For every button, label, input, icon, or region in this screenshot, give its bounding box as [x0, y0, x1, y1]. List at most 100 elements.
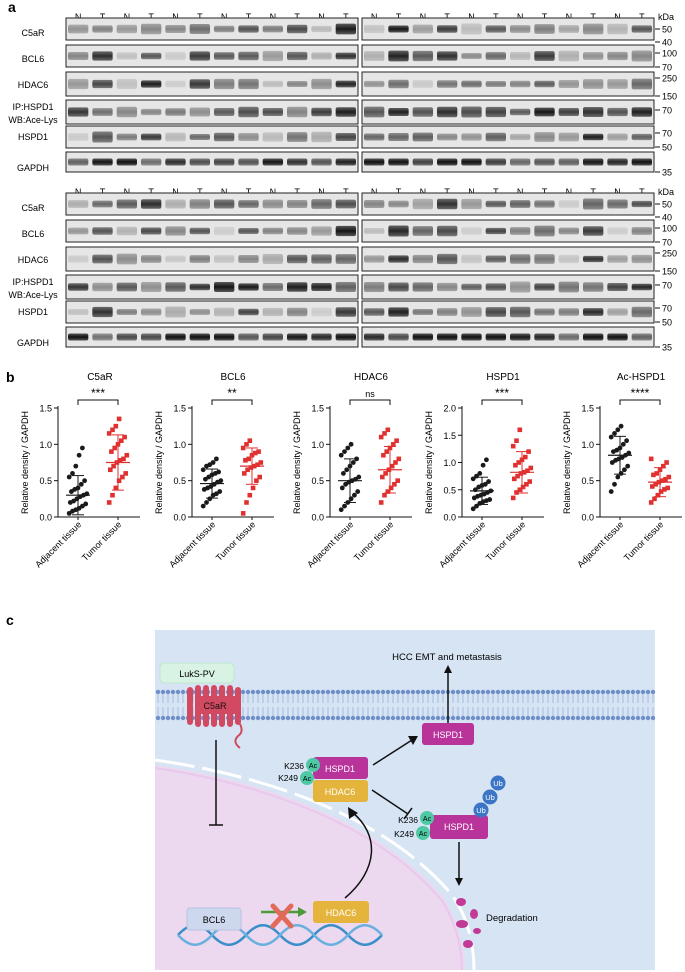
- data-point: [385, 489, 391, 494]
- blot-band: [461, 198, 482, 210]
- data-point: [648, 456, 654, 462]
- data-point: [122, 434, 127, 440]
- blot-band: [437, 308, 458, 316]
- acetyl-ub-k236-marker: [420, 811, 434, 825]
- data-point: [659, 478, 665, 483]
- y-tick-label: 0.0: [173, 513, 186, 523]
- data-point: [394, 438, 399, 443]
- acetyl-k236-label: Ac: [309, 763, 318, 770]
- blot-band: [485, 52, 506, 60]
- blot-band: [534, 80, 555, 88]
- k236-ub-label: K236: [398, 815, 418, 825]
- lipid-head: [550, 715, 556, 721]
- data-point: [217, 489, 223, 494]
- y-tick-label: 1.0: [581, 440, 594, 450]
- significance-bracket: [211, 399, 253, 405]
- lipid-head: [385, 715, 391, 721]
- y-tick-label: 1.0: [311, 440, 324, 450]
- data-point: [618, 471, 624, 476]
- blot-band: [631, 107, 652, 117]
- acetyl-ub-k236-label: Ac: [423, 816, 432, 823]
- blot-band: [335, 80, 356, 88]
- lane-label: N: [124, 187, 131, 197]
- lipid-head: [450, 689, 456, 695]
- y-tick-label: 2.0: [443, 404, 456, 414]
- blot-band: [412, 50, 433, 62]
- lipid-head: [535, 715, 541, 721]
- data-point: [66, 474, 72, 480]
- blot-band: [437, 253, 458, 265]
- marker-label: 100: [662, 49, 677, 59]
- blot-band: [485, 25, 506, 33]
- lipid-head: [650, 689, 656, 695]
- y-tick-label: 1.0: [39, 440, 52, 450]
- lane-label: N: [270, 187, 277, 197]
- blot-band: [335, 23, 356, 35]
- marker-label: 40: [662, 38, 672, 48]
- data-point: [388, 485, 394, 491]
- lane-label: N: [124, 12, 131, 22]
- data-point: [214, 456, 219, 462]
- blot-band: [287, 158, 308, 166]
- blot-band: [388, 333, 409, 341]
- y-axis-label: Relative density / GAPDH: [562, 411, 572, 514]
- blot-band: [583, 133, 604, 141]
- blot-band: [165, 24, 186, 34]
- data-point: [384, 449, 389, 454]
- data-point: [520, 484, 526, 490]
- blot-band: [364, 308, 385, 316]
- marker-label: 50: [662, 318, 672, 328]
- data-point: [355, 489, 361, 494]
- lipid-head: [635, 689, 641, 695]
- blot-band: [311, 131, 332, 143]
- blot-band: [461, 307, 482, 317]
- lipid-head: [575, 689, 581, 695]
- blot-strip: [65, 151, 359, 173]
- blot-band: [607, 199, 628, 209]
- blot-band: [412, 80, 433, 88]
- blot-band: [238, 78, 259, 90]
- blot-band: [141, 108, 162, 116]
- blot-band: [311, 282, 332, 292]
- marker-label: 35: [662, 168, 672, 178]
- lipid-head: [260, 689, 266, 695]
- data-point: [120, 474, 125, 480]
- lipid-head: [440, 715, 446, 721]
- blot-band: [558, 25, 579, 33]
- lipid-head: [645, 689, 651, 695]
- data-point: [525, 468, 530, 473]
- y-tick-label: 1.5: [39, 404, 52, 414]
- blot-row-label: IP:HSPD1: [12, 102, 53, 112]
- blot-band: [262, 132, 283, 142]
- blot-band: [68, 200, 89, 208]
- data-point: [123, 471, 128, 476]
- blot-band: [189, 308, 210, 316]
- blot-band: [412, 226, 433, 236]
- y-axis-label: Relative density / GAPDH: [20, 411, 30, 514]
- data-point: [116, 478, 122, 483]
- blot-band: [364, 200, 385, 208]
- lipid-head: [640, 689, 646, 695]
- blot-band: [92, 79, 113, 89]
- blot-band: [437, 225, 458, 237]
- blot-band: [262, 307, 283, 317]
- lipid-head: [270, 715, 276, 721]
- data-point: [78, 481, 84, 487]
- data-point: [626, 450, 632, 456]
- lipid-head: [180, 715, 186, 721]
- blot-band: [485, 158, 506, 166]
- hspd1-free-label: HSPD1: [433, 730, 463, 740]
- blot-band: [558, 333, 579, 341]
- data-point: [76, 452, 82, 458]
- blot-band: [583, 282, 604, 292]
- lipid-head: [420, 715, 426, 721]
- blot-band: [364, 106, 385, 118]
- lipid-head: [600, 715, 606, 721]
- blot-band: [558, 50, 579, 62]
- blot-band: [141, 308, 162, 316]
- blot-strip: [65, 246, 359, 272]
- lipid-head: [395, 689, 401, 695]
- blot-band: [510, 80, 531, 88]
- blot-band: [631, 254, 652, 264]
- data-point: [524, 482, 529, 487]
